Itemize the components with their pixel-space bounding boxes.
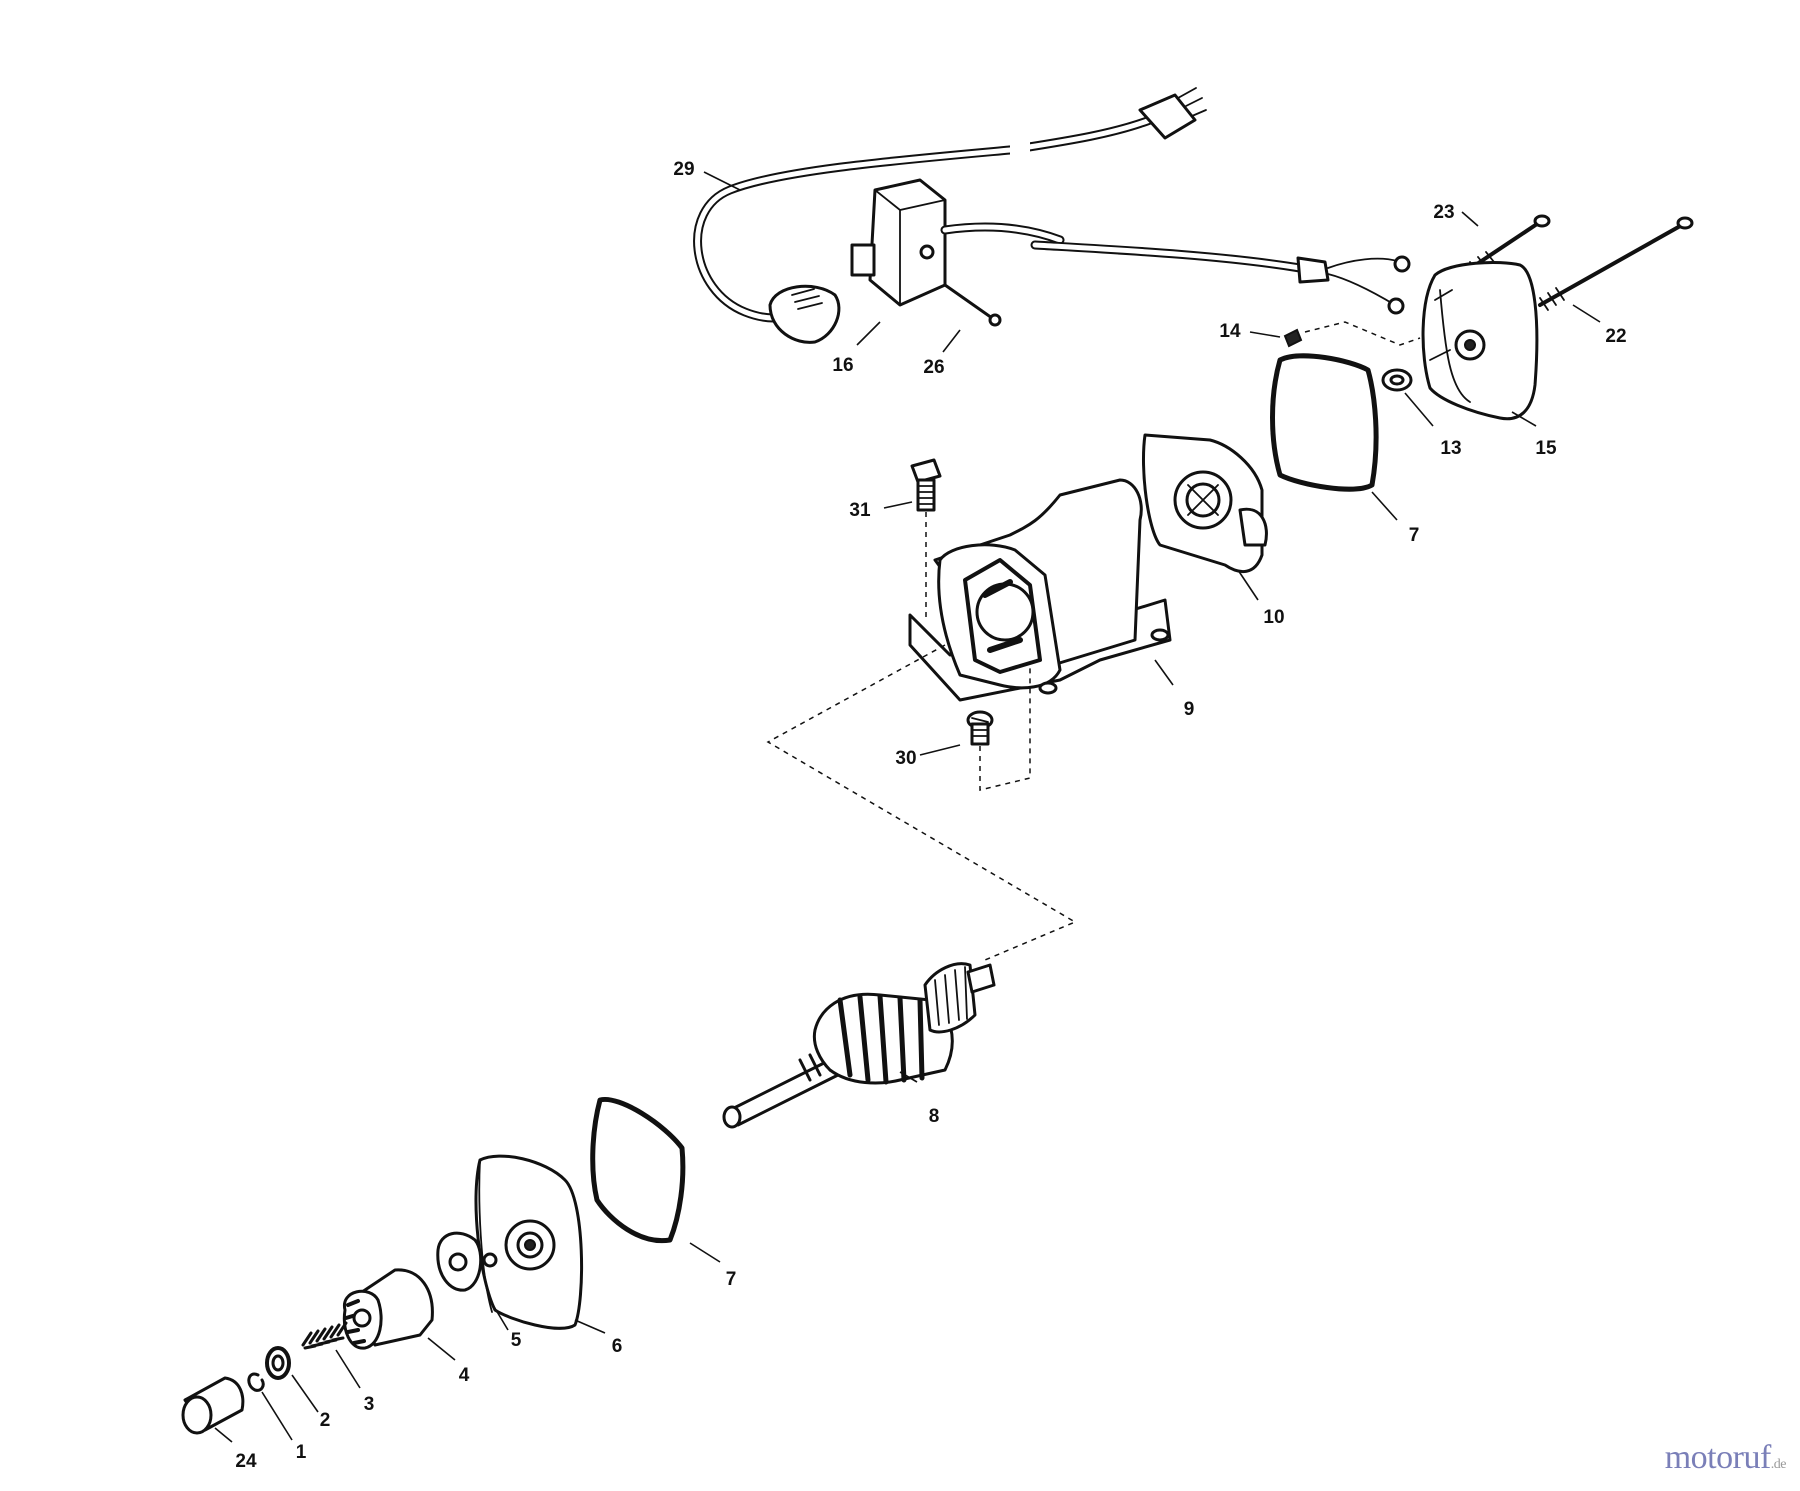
part-label-9: 9 [1184, 699, 1195, 720]
screw-30 [966, 665, 1031, 791]
collar-2 [265, 1346, 291, 1380]
part-label-10: 10 [1263, 607, 1284, 628]
part-label-22: 22 [1605, 326, 1626, 347]
part-label-1: 1 [296, 1442, 307, 1463]
part-label-15: 15 [1535, 438, 1557, 459]
armature [722, 644, 1077, 1129]
screw-14 [1283, 321, 1421, 348]
motor-housing [908, 478, 1172, 702]
part-label-7-rear: 7 [1409, 525, 1420, 546]
part-label-24: 24 [235, 1451, 257, 1472]
bolt-31 [910, 458, 942, 620]
brush-plate [1142, 433, 1268, 574]
power-cord [693, 87, 1207, 344]
gasket-front [590, 1096, 686, 1244]
watermark-logo: motoruf.de [1664, 1439, 1787, 1477]
lead-wire [1030, 240, 1411, 315]
spring-3 [301, 1321, 348, 1350]
gasket-rear [1270, 353, 1379, 492]
part-label-2: 2 [320, 1410, 331, 1431]
part-label-13: 13 [1440, 438, 1461, 459]
part-label-26: 26 [923, 357, 944, 378]
part-label-7-front: 7 [726, 1269, 737, 1290]
part-label-6: 6 [612, 1336, 623, 1357]
part-label-5: 5 [511, 1330, 522, 1351]
part-label-31: 31 [849, 500, 871, 521]
watermark-text: motoruf [1664, 1439, 1772, 1476]
part-label-16: 16 [832, 355, 853, 376]
through-bolt-22 [1538, 216, 1694, 311]
part-label-8: 8 [929, 1106, 940, 1127]
part-label-4: 4 [459, 1365, 470, 1386]
part-label-23: 23 [1433, 202, 1454, 223]
retaining-ring-1 [247, 1372, 265, 1392]
bearing-5 [436, 1231, 498, 1292]
drive-gear [342, 1268, 434, 1350]
rear-end-cap [1421, 260, 1539, 421]
screw-26 [943, 283, 1002, 327]
part-label-30: 30 [895, 748, 916, 769]
washer-13 [1381, 368, 1413, 392]
watermark-suffix: .de [1770, 1457, 1787, 1472]
leader-lines [214, 171, 1601, 1443]
front-end-plate [474, 1154, 584, 1330]
switch-box [850, 178, 1065, 307]
part-label-29: 29 [673, 159, 694, 180]
part-labels: 29 23 14 22 16 26 13 15 31 7 10 9 30 8 7… [235, 159, 1626, 1472]
cap-24 [181, 1376, 245, 1435]
part-label-14: 14 [1219, 321, 1241, 342]
part-label-3: 3 [364, 1394, 375, 1415]
